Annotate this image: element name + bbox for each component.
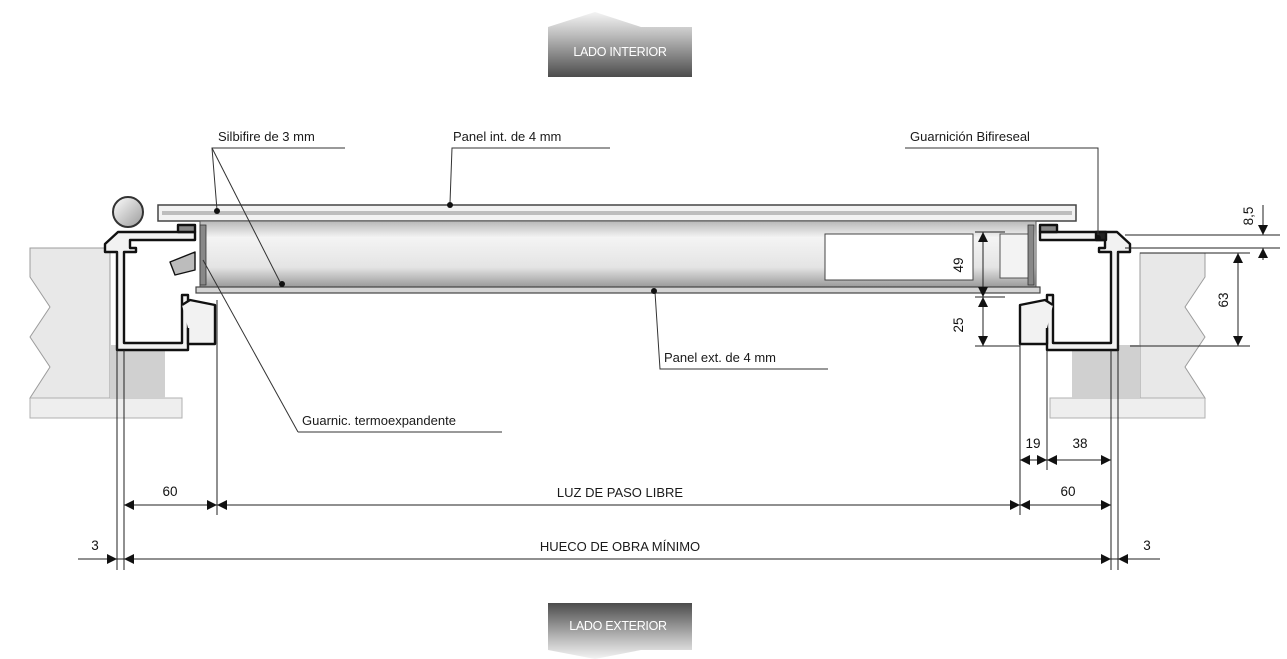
exterior-panel-callout: Panel ext. de 4 mm — [664, 350, 776, 365]
dimension-3-left: 3 — [91, 538, 99, 553]
door-leaf — [157, 204, 1077, 294]
vertical-dimension-arrows — [978, 225, 1268, 346]
silbifire-layer — [199, 224, 207, 286]
interior-side-label: LADO INTERIOR — [573, 45, 667, 59]
hinge-icon — [112, 196, 144, 228]
clear-opening-label: LUZ DE PASO LIBRE — [557, 485, 684, 500]
interior-side-badge: LADO INTERIOR — [548, 12, 692, 77]
down-arrow-shape — [548, 603, 692, 659]
dimension-25: 25 — [951, 317, 966, 332]
dimension-60-left: 60 — [162, 484, 177, 499]
dimension-3-right: 3 — [1143, 538, 1151, 553]
callout-leaders — [202, 147, 1099, 433]
bifireseal-gasket-callout: Guarnición Bifireseal — [910, 129, 1030, 144]
intumescent-gasket-callout: Guarnic. termoexpandente — [302, 413, 456, 428]
silbifire-callout: Silbifire de 3 mm — [218, 129, 315, 144]
left-wall — [29, 247, 183, 419]
interior-panel-callout: Panel int. de 4 mm — [453, 129, 561, 144]
up-arrow-shape — [548, 12, 692, 77]
exterior-panel — [195, 286, 1041, 294]
left-frame — [103, 223, 217, 352]
exterior-side-label: LADO EXTERIOR — [569, 619, 667, 633]
right-wall — [1049, 252, 1206, 419]
dimension-8-5: 8,5 — [1241, 207, 1256, 226]
core-reinforcement — [824, 233, 974, 281]
exterior-side-badge: LADO EXTERIOR — [548, 603, 692, 659]
dimension-49: 49 — [951, 257, 966, 272]
dimension-60-right: 60 — [1060, 484, 1075, 499]
dimension-19: 19 — [1025, 436, 1040, 451]
callout-dots — [214, 202, 1101, 294]
horizontal-dimension-arrows — [107, 455, 1128, 564]
dimension-63: 63 — [1216, 292, 1231, 307]
extension-lines — [116, 252, 1119, 570]
minimum-opening-label: HUECO DE OBRA MÍNIMO — [540, 539, 700, 554]
dimension-38: 38 — [1072, 436, 1087, 451]
